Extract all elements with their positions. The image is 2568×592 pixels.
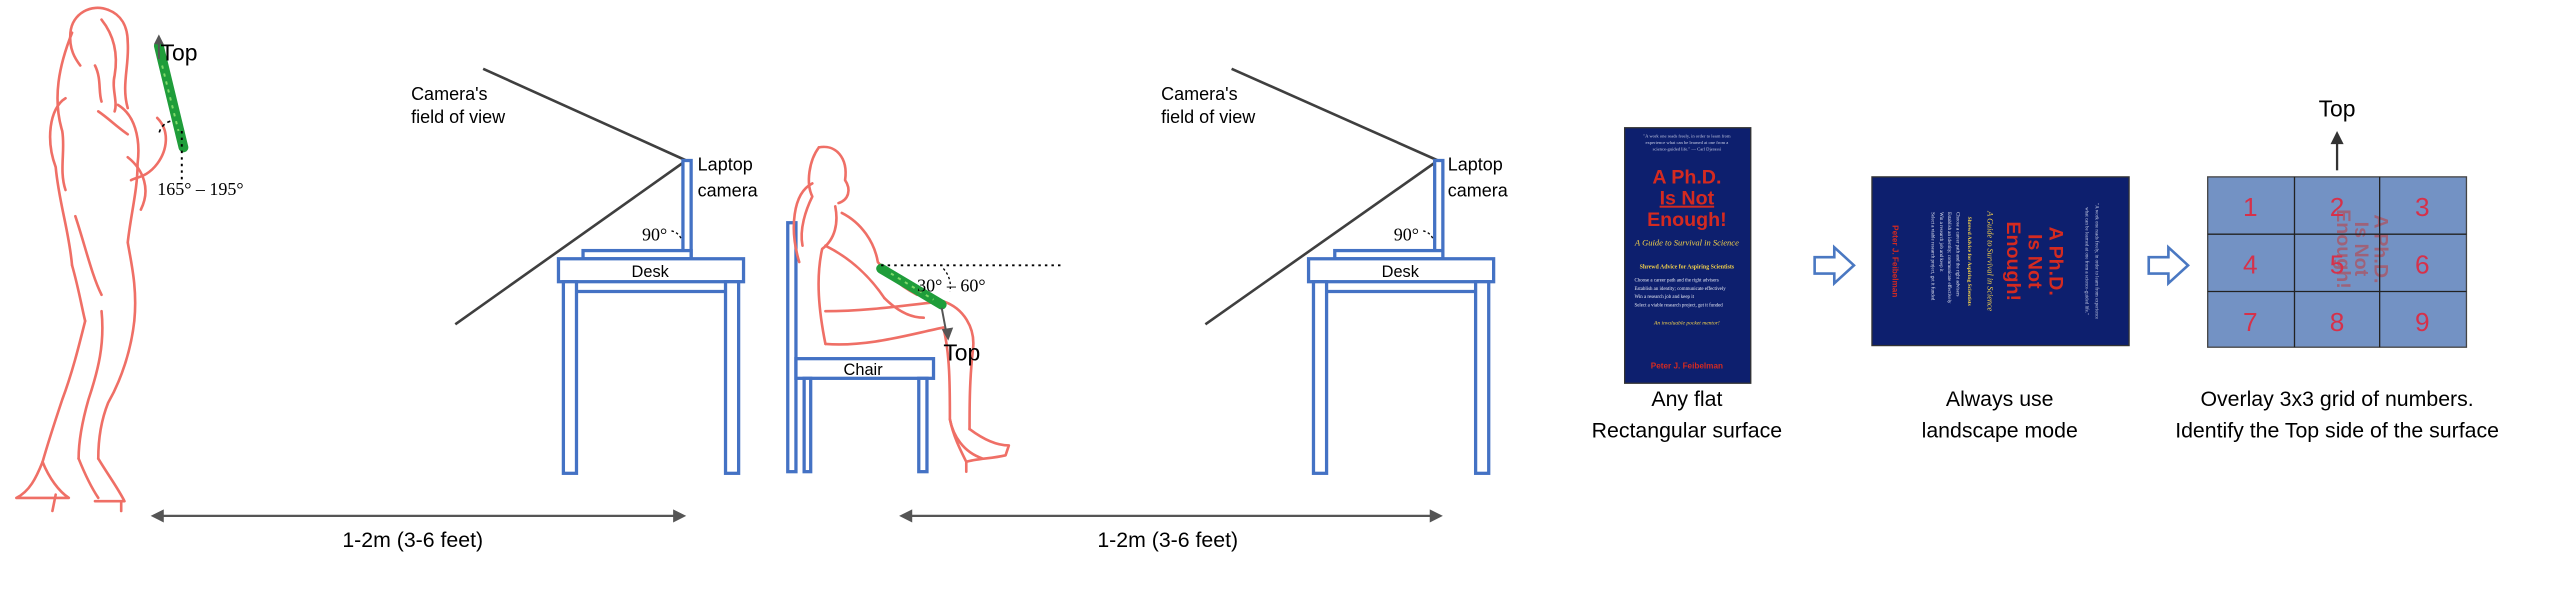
setup-diagram: Top 165° – 195° Camera's field of view L… xyxy=(15,6,2499,552)
distance-label-right: 1-2m (3-6 feet) xyxy=(1097,528,1238,552)
phone-icon xyxy=(153,40,189,153)
svg-text:"A work one reads freely, in o: "A work one reads freely, in order to le… xyxy=(2094,203,2099,319)
svg-text:Choose a career path and the r: Choose a career path and the right advis… xyxy=(1954,212,1959,296)
svg-text:Enough!: Enough! xyxy=(2332,209,2354,289)
grid-cell-5: 5 xyxy=(2330,250,2345,280)
svg-text:experience what can be learned: experience what can be learned at one fr… xyxy=(1645,140,1728,145)
svg-text:Is Not: Is Not xyxy=(2023,234,2045,289)
standing-top-label: Top xyxy=(161,40,198,66)
laptop-icon-2 xyxy=(1333,158,1445,261)
book-subtitle: A Guide to Survival in Science xyxy=(1634,238,1739,248)
grid-cell-7: 7 xyxy=(2243,307,2258,337)
grid-top-label: Top xyxy=(2319,95,2356,121)
book-title-line1: A Ph.D. xyxy=(1652,166,1721,188)
grid-overlay: Enough! A Ph.D. Is Not xyxy=(2207,176,2468,348)
distance-arrow-right xyxy=(899,509,1443,523)
svg-text:"A work one reads freely, in o: "A work one reads freely, in order to le… xyxy=(1643,134,1731,140)
chair-icon xyxy=(786,221,936,474)
seated-top-label: Top xyxy=(943,339,980,365)
laptop-icon xyxy=(581,158,693,261)
grid-cell-3: 3 xyxy=(2415,192,2430,222)
step2-label-line1: Always use xyxy=(1946,387,2054,411)
grid-cell-4: 4 xyxy=(2243,250,2258,280)
svg-text:what can be learned at one fro: what can be learned at one from a scienc… xyxy=(2084,207,2089,315)
desk-icon-2 xyxy=(1306,257,1496,475)
svg-text:Peter J. Feibelman: Peter J. Feibelman xyxy=(1890,225,1899,297)
standing-person-figure xyxy=(15,6,168,513)
desk-label: Desk xyxy=(632,263,670,281)
step3-label-line2: Identify the Top side of the surface xyxy=(2175,418,2499,442)
step3-label-line1: Overlay 3x3 grid of numbers. xyxy=(2200,387,2473,411)
book-bullet-4: Select a viable research project, get it… xyxy=(1634,303,1723,308)
chair-label: Chair xyxy=(844,361,884,379)
grid-cell-1: 1 xyxy=(2243,192,2258,222)
book-title-line2: Is Not xyxy=(1660,188,1715,210)
book-bullet-2: Establish an identity; communicate effec… xyxy=(1634,287,1726,292)
step2-label-line2: landscape mode xyxy=(1922,418,2078,442)
svg-text:Select a viable research proje: Select a viable research project, get it… xyxy=(1930,212,1935,301)
right-arrow-icon-1 xyxy=(1813,244,1856,287)
svg-text:A Ph.D.: A Ph.D. xyxy=(2045,227,2067,296)
step1-label-line2: Rectangular surface xyxy=(1592,418,1782,442)
book-tagline: An invaluable pocket mentor! xyxy=(1653,320,1720,326)
distance-label-left: 1-2m (3-6 feet) xyxy=(342,528,483,552)
book-bullet-3: Win a research job and keep it xyxy=(1634,295,1694,300)
grid-cell-2: 2 xyxy=(2330,192,2345,222)
grid-cell-8: 8 xyxy=(2330,307,2345,337)
book-cover-portrait: "A work one reads freely, in order to le… xyxy=(1623,127,1752,384)
desk-icon xyxy=(556,257,746,475)
svg-text:A Guide to Survival in Science: A Guide to Survival in Science xyxy=(1985,210,1994,311)
camera-fov-lines xyxy=(454,67,687,326)
step1-label-line1: Any flat xyxy=(1651,387,1722,411)
svg-text:Shrewd Advice for Aspiring Sci: Shrewd Advice for Aspiring Scientists xyxy=(1966,217,1972,307)
svg-text:Win a research job and keep it: Win a research job and keep it xyxy=(1938,212,1943,272)
laptop-label-line2: camera xyxy=(698,181,759,201)
up-arrow-icon xyxy=(2330,131,2344,171)
svg-text:A Ph.D.: A Ph.D. xyxy=(2370,214,2392,283)
svg-text:Is Not: Is Not xyxy=(2350,222,2372,277)
angle-90-label-2: 90° xyxy=(1394,225,1419,245)
desk-label-2: Desk xyxy=(1382,263,1420,281)
camera-fov-label-line1-2: Camera's xyxy=(1161,84,1237,104)
laptop-label-line2-2: camera xyxy=(1448,181,1509,201)
book-advice-heading: Shrewd Advice for Aspiring Scientists xyxy=(1640,265,1735,271)
angle-90-label: 90° xyxy=(642,225,667,245)
laptop-label-line1-2: Laptop xyxy=(1448,154,1503,174)
book-title-line3: Enough! xyxy=(1647,209,1727,231)
seated-person-figure xyxy=(792,145,1011,473)
grid-numbers: 1 2 3 4 5 6 7 8 9 xyxy=(2243,192,2430,337)
seated-top-arrow xyxy=(940,307,954,341)
book-author: Peter J. Feibelman xyxy=(1651,361,1723,370)
right-arrow-icon-2 xyxy=(2147,244,2190,287)
grid-cell-9: 9 xyxy=(2415,307,2430,337)
phone-top-arrow xyxy=(153,34,164,59)
svg-text:Enough!: Enough! xyxy=(2002,221,2024,301)
tilt-angle-label: 30° – 60° xyxy=(917,276,985,296)
camera-fov-label-line1: Camera's xyxy=(411,84,487,104)
svg-text:science-guided life." — Carl D: science-guided life." — Carl Djerassi xyxy=(1653,147,1722,152)
laptop-label-line1: Laptop xyxy=(698,154,753,174)
book-cover-landscape: "A work one reads freely, in order to le… xyxy=(1871,176,2130,347)
distance-arrow-left xyxy=(150,509,687,523)
standing-angle-label: 165° – 195° xyxy=(157,179,243,199)
seated-phone-icon xyxy=(876,263,947,310)
book-bullet-1: Choose a career path and the right advis… xyxy=(1634,279,1718,284)
grid-cell-6: 6 xyxy=(2415,250,2430,280)
camera-fov-lines-2 xyxy=(1204,67,1439,326)
camera-fov-label-line2: field of view xyxy=(411,107,506,127)
svg-text:Establish an identity; communi: Establish an identity; communicate effec… xyxy=(1946,212,1951,304)
camera-fov-label-line2-2: field of view xyxy=(1161,107,1256,127)
